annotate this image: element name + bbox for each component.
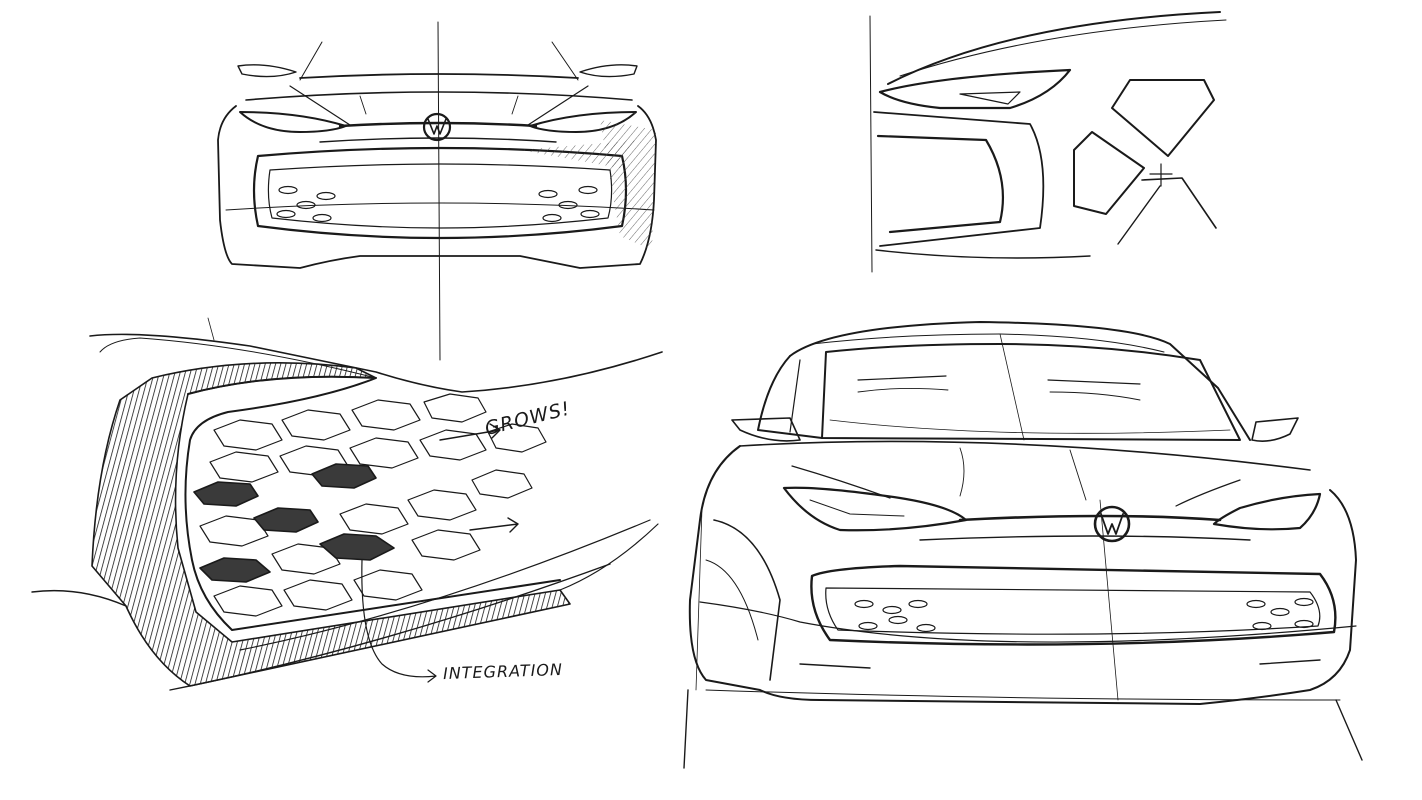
vw-badge-icon: [422, 112, 452, 142]
honeycomb-detail-sketch: [31, 317, 663, 691]
vw-badge-icon: [1093, 505, 1131, 543]
bumper-detail-sketch: [869, 11, 1227, 273]
front-view-sketch: [217, 21, 657, 361]
perspective-car-sketch: [683, 321, 1363, 769]
